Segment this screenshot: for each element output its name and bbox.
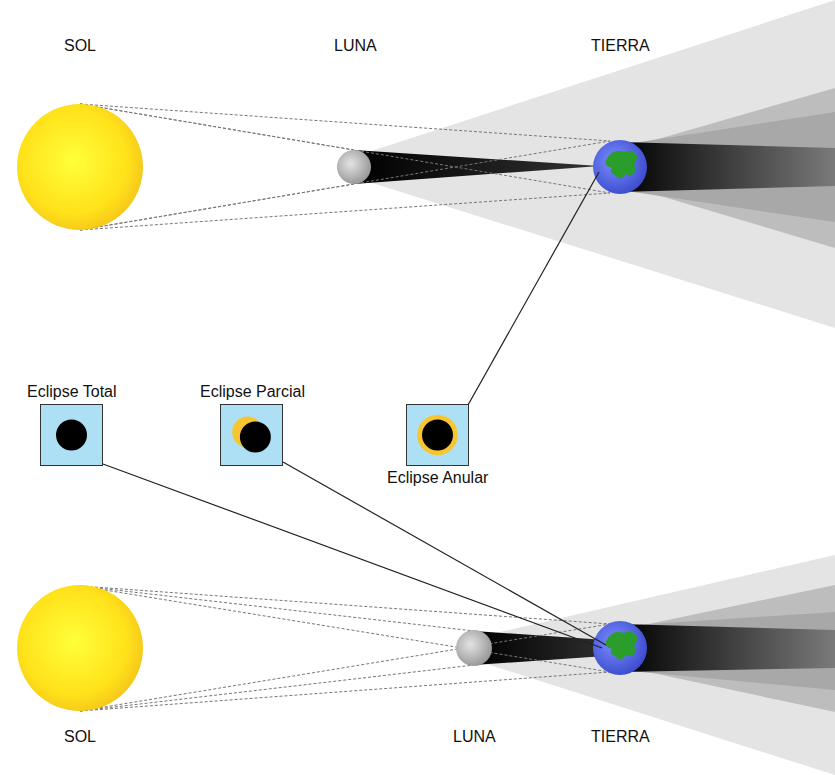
- top-scene: [17, 0, 835, 328]
- body-label: LUNA: [334, 37, 377, 55]
- leader-lines: [103, 172, 606, 648]
- bottom-scene: [17, 555, 835, 775]
- body-label: TIERRA: [591, 728, 650, 746]
- eclipse-box: Eclipse Anular: [406, 404, 469, 466]
- eclipse-icon: [407, 405, 468, 465]
- body-label: SOL: [64, 37, 96, 55]
- eclipse-heading: Eclipse Parcial: [200, 383, 305, 401]
- eclipse-icon: [221, 405, 282, 465]
- eclipse-box: Eclipse Parcial: [220, 404, 283, 466]
- body-label: SOL: [64, 728, 96, 746]
- body-label: LUNA: [453, 728, 496, 746]
- eclipse-icon: [41, 405, 102, 465]
- eclipse-box: Eclipse Total: [40, 404, 103, 466]
- eclipse-heading: Eclipse Total: [27, 383, 117, 401]
- body-label: TIERRA: [591, 37, 650, 55]
- eclipse-heading: Eclipse Anular: [387, 469, 488, 487]
